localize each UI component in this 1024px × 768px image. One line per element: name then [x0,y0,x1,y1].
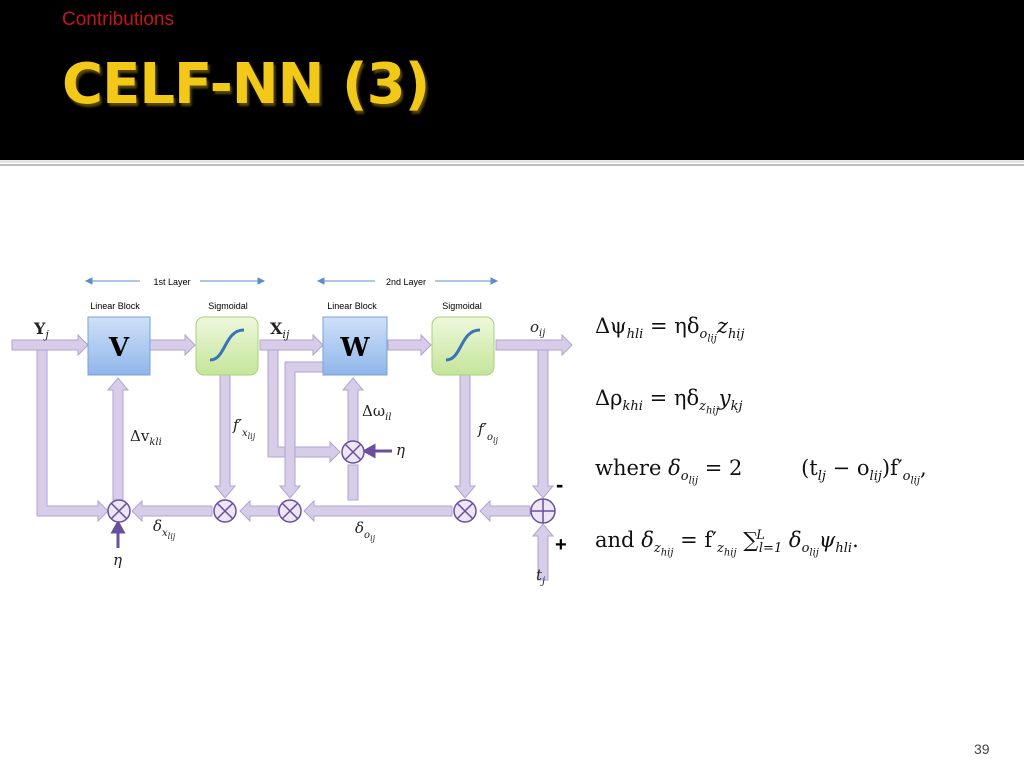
equation-delta-psi: Δψhli = ηδolijzhij [595,314,745,345]
delta-omega-label: Δωil [362,402,391,423]
sigmoid-curve-2-icon [445,328,481,362]
linear-block-1-label: Linear Block [90,301,140,311]
minus-sign: - [556,472,563,497]
f-x-label: f′xlij [232,416,256,441]
celf-nn-diagram: 1st Layer 2nd Layer Linear Block Sigmoid… [11,277,573,587]
multiplier-1-icon [107,499,131,523]
input-x-label: Xij [270,319,290,341]
multiplier-2-icon [213,499,237,523]
multiplier-3-icon [278,499,302,523]
multiplier-5-icon [453,499,477,523]
equation-delta-rho: Δρkhi = ηδzhijykj [595,386,743,417]
delta-v-label: Δvkli [130,427,162,448]
signal-arrows [11,333,573,581]
layer1-label: 1st Layer [153,277,190,287]
linear-block-2-label: Linear Block [327,301,377,311]
block-w-label: W [339,333,370,363]
delta-o-label: δoij [355,519,376,543]
summer-icon [530,498,556,524]
multiplier-4-icon [341,440,365,464]
target-label: tj [536,566,545,587]
equation-delta-z: and δzhij = f′zhij ∑Ll=1 δolijψhli. [595,528,859,559]
slide-title: CELF-NN (3) [62,52,430,117]
multiplier-nodes [107,440,556,524]
header-divider-secondary [0,164,1024,166]
eta-arrows [110,443,392,548]
layer2-label: 2nd Layer [386,277,426,287]
input-y-label: Yj [33,319,49,341]
section-label: Contributions [62,9,174,30]
sigmoidal-2-label: Sigmoidal [442,301,482,311]
header-divider [0,160,1024,163]
block-v-label: V [108,333,130,363]
linear-block-v [87,316,151,376]
linear-block-w [322,316,388,376]
layer-brackets [84,277,499,285]
output-o-label: oij [530,318,545,339]
equation-delta-o: where δolij = 2 (tlj − olij)f′olij, [595,456,927,487]
sigmoid-block-2 [431,316,495,376]
eta-label-lower: η [113,551,122,569]
slide-header: Contributions CELF-NN (3) [0,0,1024,160]
sigmoidal-1-label: Sigmoidal [208,301,248,311]
plus-sign: + [555,534,567,556]
eta-label-upper: η [396,441,405,459]
sigmoid-block-1 [195,316,259,376]
delta-x-label: δxlij [153,517,176,541]
f-o-label: f′oij [477,420,499,445]
sigmoid-curve-1-icon [209,328,245,362]
page-number: 39 [974,741,990,757]
